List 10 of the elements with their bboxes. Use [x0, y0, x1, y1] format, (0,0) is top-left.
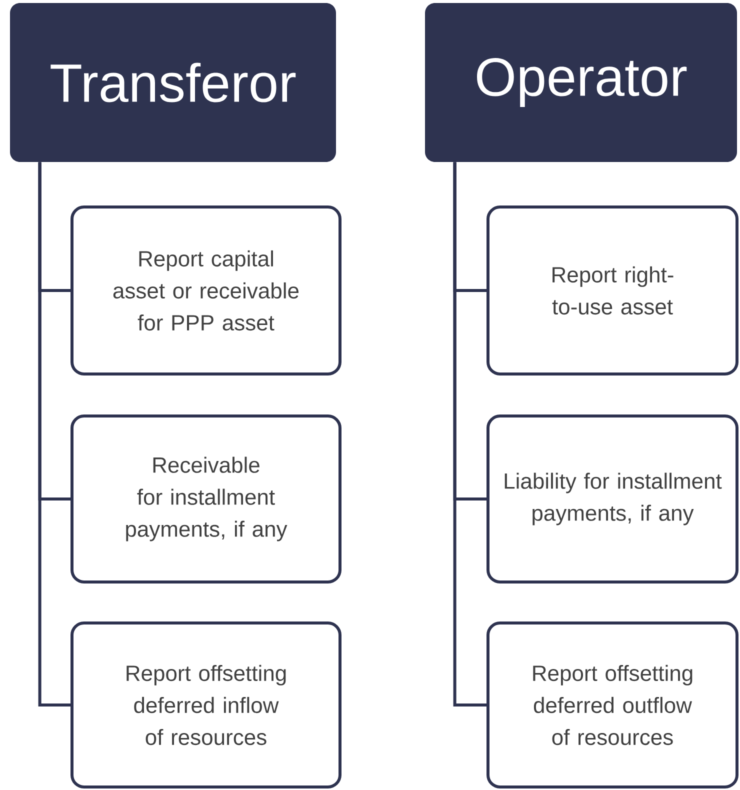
- text-box: Report offsetting deferred outflow of resources: [486, 622, 738, 788]
- text-box: Receivable for installment payments, if any: [70, 414, 342, 584]
- header-box: Transferor: [10, 3, 336, 162]
- text-box: Liability for installment payments, if any: [486, 414, 738, 584]
- text-box: Report capital asset or receivable for PPP asset: [70, 206, 342, 376]
- text-box: Report right-to-use asset: [486, 206, 738, 376]
- header-box: Operator: [425, 3, 737, 162]
- connector-line: [38, 162, 70, 706]
- text-box: Report offsetting deferred inflow of resources: [70, 622, 342, 788]
- connector-line: [453, 162, 486, 706]
